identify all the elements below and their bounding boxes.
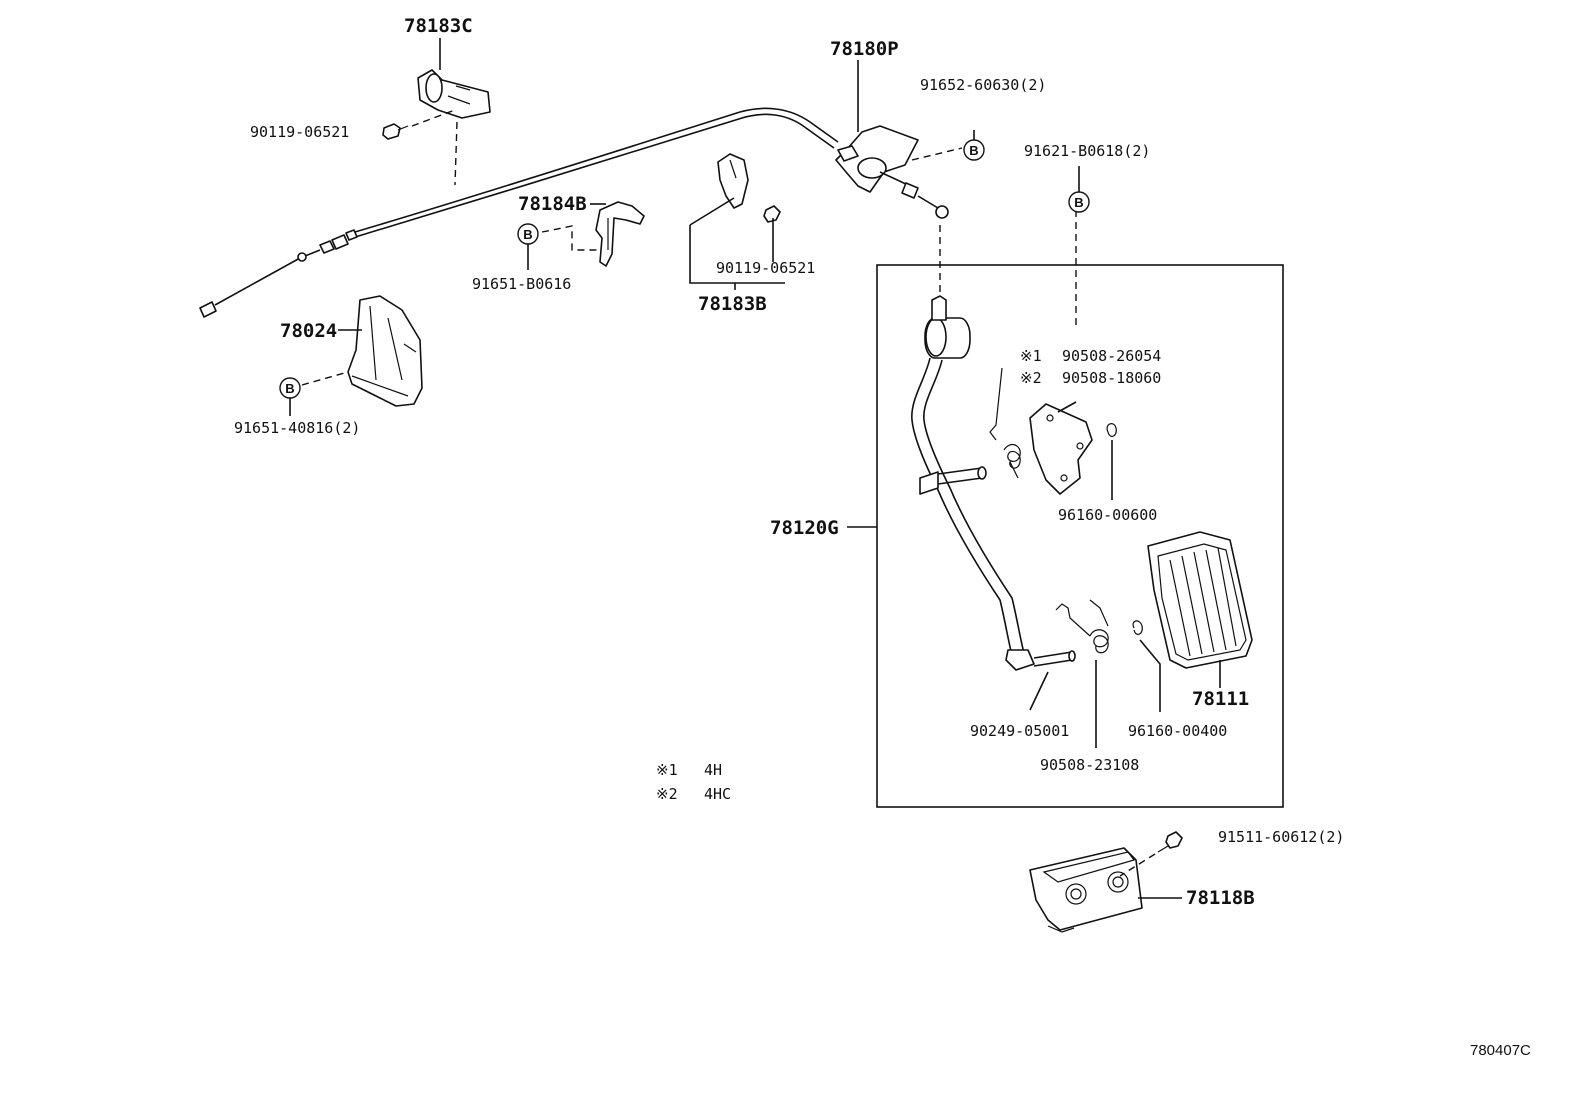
spring-90508-26054 [989, 367, 1021, 479]
legend-text-2: 4HC [704, 785, 731, 803]
label-96160-00600: 96160-00600 [1058, 506, 1157, 524]
accelerator-cable [199, 107, 839, 318]
bolt-upper [919, 466, 987, 495]
svg-text:B: B [969, 143, 978, 158]
diagram-id: 780407C [1470, 1042, 1531, 1059]
label-90119-06521-b: 90119-06521 [716, 259, 815, 277]
spring-90508-23108 [1055, 599, 1109, 654]
bolt-90119-06521-b [763, 205, 781, 223]
marker-b-2: B [1068, 191, 1090, 213]
clamp-78184b [595, 201, 645, 267]
label-91511-60612: 91511-60612(2) [1218, 828, 1344, 846]
label-91651-40816: 91651-40816(2) [234, 419, 360, 437]
legend-mark-1: ※1 [656, 761, 678, 779]
marker-b-1: B [963, 139, 985, 161]
pedal-pad-78111 [1147, 531, 1253, 669]
label-78183c: 78183C [404, 15, 473, 37]
bolt-91511-60612 [1157, 831, 1183, 853]
label-91621-b0618: 91621-B0618(2) [1024, 142, 1150, 160]
bolt-90119-06521-a [382, 123, 409, 140]
clip-96160-00400 [1132, 620, 1143, 635]
svg-text:B: B [523, 227, 532, 242]
label-96160-00400: 96160-00400 [1128, 722, 1227, 740]
label-90508-23108: 90508-23108 [1040, 756, 1139, 774]
legend-mark-2: ※2 [656, 785, 678, 803]
marker-b-3: B [517, 223, 539, 245]
label-78024: 78024 [280, 320, 337, 342]
label-91651-b0616: 91651-B0616 [472, 275, 571, 293]
plate-cover [1029, 403, 1093, 495]
svg-text:B: B [285, 381, 294, 396]
label-90508-26054: 90508-26054 [1062, 347, 1161, 365]
svg-text:B: B [1074, 195, 1083, 210]
pedal-arm-78120g [911, 295, 1035, 671]
label-91652-60630: 91652-60630(2) [920, 76, 1046, 94]
label-90119-06521-a: 90119-06521 [250, 123, 349, 141]
label-78183b: 78183B [698, 293, 767, 315]
label-90508-18060: 90508-18060 [1062, 369, 1161, 387]
bolt-90249-05001 [1033, 650, 1076, 667]
clip-96160-00600 [1106, 423, 1117, 437]
label-78111: 78111 [1192, 688, 1249, 710]
bracket-78024 [347, 295, 423, 407]
footnote-mark-2: ※2 [1020, 369, 1042, 387]
bracket-78183b [717, 153, 749, 209]
plate-78118b [1029, 847, 1143, 933]
label-78180p: 78180P [830, 38, 899, 60]
marker-b-4: B [279, 377, 301, 399]
bracket-78180p [835, 125, 949, 219]
label-78184b: 78184B [518, 193, 587, 215]
footnote-mark-1: ※1 [1020, 347, 1042, 365]
bracket-78183c [417, 69, 491, 119]
label-78120g: 78120G [770, 517, 839, 539]
legend-text-1: 4H [704, 761, 722, 779]
label-90249-05001: 90249-05001 [970, 722, 1069, 740]
pedal-assembly-box [876, 264, 1284, 808]
label-78118b: 78118B [1186, 887, 1255, 909]
